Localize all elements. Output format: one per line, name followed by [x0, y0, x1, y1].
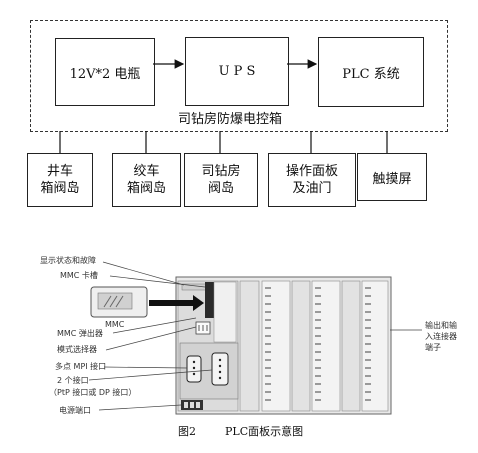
peripheral-box-driller-cabin: 司钻房 阀岛 [184, 153, 258, 207]
figure-caption: 图2 PLC面板示意图 [178, 423, 303, 439]
figure-title: PLC面板示意图 [225, 425, 304, 438]
power-port-label: 电源端口 [59, 406, 91, 415]
mode-selector-label: 模式选择器 [57, 345, 97, 354]
mmc-slot-label: MMC 卡槽 [60, 271, 98, 280]
battery-label: 12V*2 电瓶 [69, 66, 141, 82]
peripheral-line2: 及油门 [292, 181, 332, 196]
peripheral-box-operator-panel: 操作面板 及油门 [268, 153, 356, 207]
plc-block: PLC 系统 [318, 37, 424, 107]
control-box-label: 司钻房防爆电控箱 [178, 112, 283, 127]
peripheral-line1: 绞车 [133, 164, 160, 179]
figure-number: 图2 [178, 425, 196, 438]
peripheral-line1: 操作面板 [285, 164, 338, 179]
io-connector-line1: 输出和输 [425, 321, 457, 330]
peripheral-line2: 箱阀岛 [40, 181, 80, 196]
control-box-dashed-frame [30, 20, 448, 132]
peripheral-line2: 箱阀岛 [126, 181, 166, 196]
io-connector-line3: 端子 [425, 343, 441, 352]
peripheral-box-drawworks: 绞车 箱阀岛 [112, 153, 181, 207]
ups-block: U P S [185, 37, 289, 106]
ups-label: U P S [218, 64, 256, 79]
status-led-label: 显示状态和故障 [40, 256, 96, 265]
peripheral-line1: 井车 [46, 164, 73, 179]
peripheral-line1: 司钻房 [201, 164, 241, 179]
two-port-label: 2 个接口 [57, 376, 89, 385]
io-connector-label: 输出和输 入连接器 端子 [425, 320, 457, 353]
mmc-eject-label: MMC 弹出器 [57, 329, 103, 338]
peripheral-line2: 阀岛 [207, 181, 234, 196]
mmc-card-label: MMC [105, 320, 125, 329]
peripheral-box-well-truck: 井车 箱阀岛 [27, 153, 93, 207]
peripheral-box-touchscreen: 触摸屏 [357, 153, 427, 201]
mpi-port-label: 多点 MPI 接口 [55, 362, 107, 371]
ptp-dp-port-label: （PtP 接口或 DP 接口） [49, 388, 137, 397]
plc-label: PLC 系统 [342, 66, 400, 82]
peripheral-line1: 触摸屏 [372, 171, 412, 187]
battery-block: 12V*2 电瓶 [55, 38, 155, 106]
io-connector-line2: 入连接器 [425, 332, 457, 341]
